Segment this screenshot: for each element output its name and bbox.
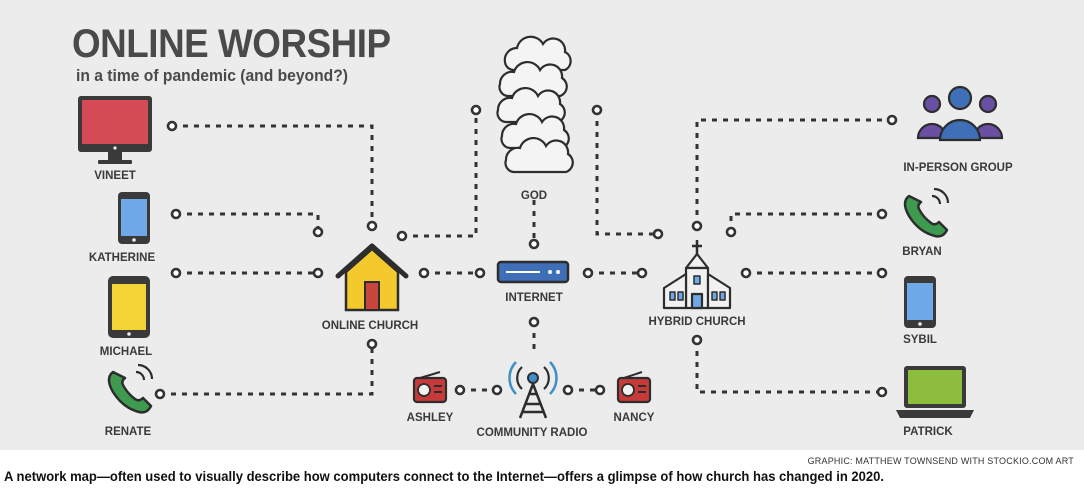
label-in-person-group: IN-PERSON GROUP [903,162,1013,174]
phone-handset-icon [903,187,950,238]
connector-renate-online-church [160,344,374,396]
label-ashley: ASHLEY [406,412,454,424]
endpoint-dot [740,267,752,279]
endpoint-dot [562,384,574,396]
label-hybrid-church: HYBRID CHURCH [648,316,746,328]
network-diagram [78,35,1004,419]
endpoint-dot [876,267,888,279]
endpoint-dot [886,114,898,126]
endpoint-dot [396,230,408,242]
endpoint-dot [312,267,324,279]
endpoint-dot [166,120,178,132]
phone-handset-icon [107,363,154,414]
house-icon [335,243,409,312]
label-patrick: PATRICK [903,426,953,438]
label-online-church: ONLINE CHURCH [321,320,419,332]
connector-god-hybrid [595,110,658,236]
tablet-icon [108,276,150,338]
endpoint-dot [582,267,594,279]
church-building-icon [662,240,732,310]
label-bryan: BRYAN [902,246,942,258]
page-title: ONLINE WORSHIP [72,22,391,66]
connector-vineet-online-church [172,124,374,226]
label-sybil: SYBIL [903,334,937,346]
diagram-canvas: ONLINE WORSHIP in a time of pandemic (an… [0,0,1084,450]
connector-katherine-online-church [176,212,320,232]
router-icon [496,260,570,284]
endpoint-dot [594,384,606,396]
endpoint-dot [366,220,378,232]
connector-hybrid-bryan [729,212,882,232]
endpoint-dot [876,208,888,220]
laptop-icon [896,366,974,418]
radio-icon [412,371,448,404]
endpoint-dot [491,384,503,396]
endpoint-dot [418,267,430,279]
endpoint-dot [652,228,664,240]
label-community-radio: COMMUNITY RADIO [476,427,588,439]
endpoint-dot [528,316,540,328]
connector-endpoints [154,104,898,400]
endpoint-dot [312,226,324,238]
radio-icon [616,371,652,404]
connector-hybrid-patrick [695,340,882,394]
cloud-icon [496,35,574,174]
endpoint-dot [474,267,486,279]
radio-tower-icon [508,361,558,419]
endpoint-dot [691,334,703,346]
label-renate: RENATE [104,426,152,438]
endpoint-dot [470,104,482,116]
label-internet: INTERNET [505,292,563,304]
endpoint-dot [170,208,182,220]
figure-caption: A network map—often used to visually des… [4,468,884,484]
connector-hybrid-in-person [695,118,892,226]
endpoint-dot [154,388,166,400]
graphic-credit: GRAPHIC: MATTHEW TOWNSEND WITH STOCKIO.C… [807,456,1074,466]
endpoint-dot [366,338,378,350]
connector-online-church-god [402,110,478,238]
smartphone-icon [118,192,150,244]
endpoint-dot [636,267,648,279]
endpoint-dot [528,238,540,250]
label-vineet: VINEET [94,170,136,182]
page-subtitle: in a time of pandemic (and beyond?) [76,66,348,85]
endpoint-dot [454,384,466,396]
smartphone-icon [904,276,936,328]
endpoint-dot [725,226,737,238]
label-michael: MICHAEL [99,346,153,358]
label-katherine: KATHERINE [88,252,156,264]
endpoint-dot [170,267,182,279]
label-nancy: NANCY [613,412,655,424]
label-god: GOD [520,190,548,202]
endpoint-dot [591,104,603,116]
group-of-people-icon [916,85,1004,142]
endpoint-dot [876,386,888,398]
endpoint-dot [691,220,703,232]
desktop-monitor-icon [78,96,152,164]
